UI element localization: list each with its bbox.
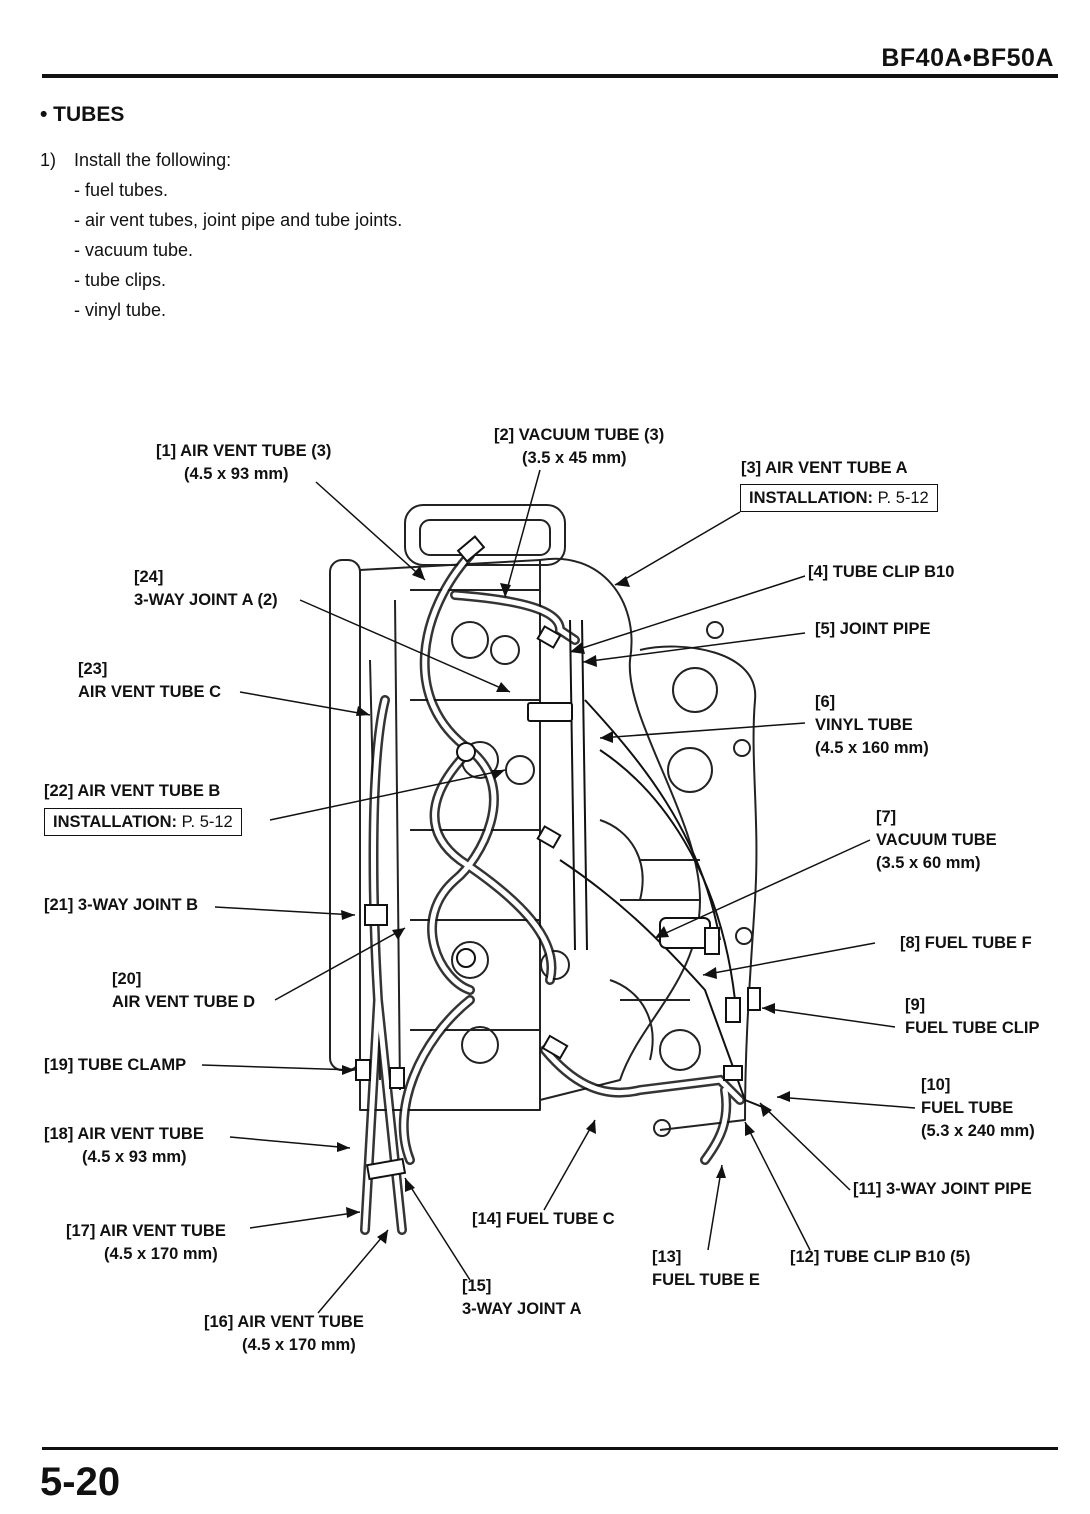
callout-23-number: [23] [78,660,108,678]
callout-4-title: [4] TUBE CLIP B10 [808,563,955,581]
callout-7-size: (3.5 x 60 mm) [876,854,981,872]
callout-21: [21] 3-WAY JOINT B [44,894,198,917]
installation-ref-b-label: INSTALLATION: [53,813,178,831]
callout-18-title: [18] AIR VENT TUBE [44,1125,204,1143]
left-rail [329,559,361,1071]
callout-12: [12] TUBE CLIP B10 (5) [790,1246,970,1269]
callout-1: [1] AIR VENT TUBE (3) (4.5 x 93 mm) [156,440,331,486]
callout-10-size: (5.3 x 240 mm) [921,1122,1035,1140]
callout-11-title: [11] 3-WAY JOINT PIPE [853,1180,1032,1198]
callout-16: [16] AIR VENT TUBE (4.5 x 170 mm) [204,1311,364,1357]
callout-8-title: [8] FUEL TUBE F [900,934,1032,952]
callout-4: [4] TUBE CLIP B10 [808,561,954,584]
callout-6-number: [6] [815,693,836,711]
instruction-steps: 1) Install the following: - fuel tubes. -… [40,145,402,325]
callout-18-size: (4.5 x 93 mm) [82,1148,187,1166]
arrowheads [337,566,790,1244]
callout-17: [17] AIR VENT TUBE (4.5 x 170 mm) [66,1220,226,1266]
leader-lines [201,469,916,1314]
tube-routes [360,550,745,1235]
callout-7: [7] VACUUM TUBE (3.5 x 60 mm) [876,806,997,875]
callout-21-title: [21] 3-WAY JOINT B [44,896,199,914]
callout-10-number: [10] [921,1076,951,1094]
callout-1-size: (4.5 x 93 mm) [184,465,289,483]
callout-9-number: [9] [905,996,926,1014]
installation-ref-a-page: P. 5-12 [877,489,929,507]
callout-19-title: [19] TUBE CLAMP [44,1056,187,1074]
callout-16-title: [16] AIR VENT TUBE [204,1313,364,1331]
callout-6: [6] VINYL TUBE (4.5 x 160 mm) [815,691,929,760]
step-intro: Install the following: [74,150,232,170]
callout-15: [15] 3-WAY JOINT A [462,1275,582,1321]
callout-3-title: [3] AIR VENT TUBE A [741,459,908,477]
step-1: 1) Install the following: [40,145,402,175]
callout-22: [22] AIR VENT TUBE B [44,780,220,803]
callout-14-title: [14] FUEL TUBE C [472,1210,615,1228]
callout-3: [3] AIR VENT TUBE A [741,457,908,480]
step-item: - vacuum tube. [74,240,194,260]
callout-2-title: [2] VACUUM TUBE (3) [494,426,665,444]
callout-23: [23] AIR VENT TUBE C [78,658,221,704]
step-item: - fuel tubes. [74,180,169,200]
step-item: - vinyl tube. [74,300,167,320]
installation-ref-a-label: INSTALLATION: [749,489,874,507]
callout-20-title: AIR VENT TUBE D [112,993,256,1011]
callout-2-size: (3.5 x 45 mm) [522,449,627,467]
callout-13-title: FUEL TUBE E [652,1271,760,1289]
callout-17-size: (4.5 x 170 mm) [104,1245,218,1263]
joint-pipe [559,619,771,1111]
installation-ref-b: INSTALLATION: P. 5-12 [44,808,242,836]
top-handle [404,504,566,566]
callout-16-size: (4.5 x 170 mm) [242,1336,356,1354]
callout-24-number: [24] [134,568,164,586]
callout-8: [8] FUEL TUBE F [900,932,1032,955]
callout-6-size: (4.5 x 160 mm) [815,739,929,757]
callout-7-title: VACUUM TUBE [876,831,997,849]
step-item: - air vent tubes, joint pipe and tube jo… [74,210,403,230]
callout-15-title: 3-WAY JOINT A [462,1300,582,1318]
callout-22-title: [22] AIR VENT TUBE B [44,782,221,800]
callout-24: [24] 3-WAY JOINT A (2) [134,566,278,612]
callout-10: [10] FUEL TUBE (5.3 x 240 mm) [921,1074,1035,1143]
page-number: 5-20 [40,1460,121,1504]
model-header: BF40A•BF50A [881,44,1054,72]
step-item: - tube clips. [74,270,167,290]
tube-routes-inner [362,552,743,1233]
callout-11: [11] 3-WAY JOINT PIPE [853,1178,1032,1201]
callout-2: [2] VACUUM TUBE (3) (3.5 x 45 mm) [494,424,664,470]
header-rule [42,74,1058,78]
installation-ref-b-page: P. 5-12 [181,813,233,831]
callout-24-title: 3-WAY JOINT A (2) [134,591,278,609]
callout-18: [18] AIR VENT TUBE (4.5 x 93 mm) [44,1123,204,1169]
engine-outline [329,504,758,1137]
callout-23-title: AIR VENT TUBE C [78,683,222,701]
callout-6-title: VINYL TUBE [815,716,913,734]
callout-20: [20] AIR VENT TUBE D [112,968,255,1014]
callout-14: [14] FUEL TUBE C [472,1208,615,1231]
callout-13-number: [13] [652,1248,682,1266]
callout-17-title: [17] AIR VENT TUBE [66,1222,226,1240]
joints-and-clips [355,535,761,1181]
callout-19: [19] TUBE CLAMP [44,1054,186,1077]
callout-7-number: [7] [876,808,897,826]
callout-15-number: [15] [462,1277,492,1295]
callout-1-title: [1] AIR VENT TUBE (3) [156,442,332,460]
footer-rule [42,1447,1058,1450]
callout-5-title: [5] JOINT PIPE [815,620,931,638]
step-number: 1) [40,150,57,170]
callout-12-title: [12] TUBE CLIP B10 (5) [790,1248,971,1266]
callout-10-title: FUEL TUBE [921,1099,1014,1117]
callout-20-number: [20] [112,970,142,988]
callout-5: [5] JOINT PIPE [815,618,931,641]
section-title: • TUBES [40,103,125,126]
callout-9-title: FUEL TUBE CLIP [905,1019,1040,1037]
installation-ref-a: INSTALLATION: P. 5-12 [740,484,938,512]
callout-13: [13] FUEL TUBE E [652,1246,760,1292]
callout-9: [9] FUEL TUBE CLIP [905,994,1039,1040]
